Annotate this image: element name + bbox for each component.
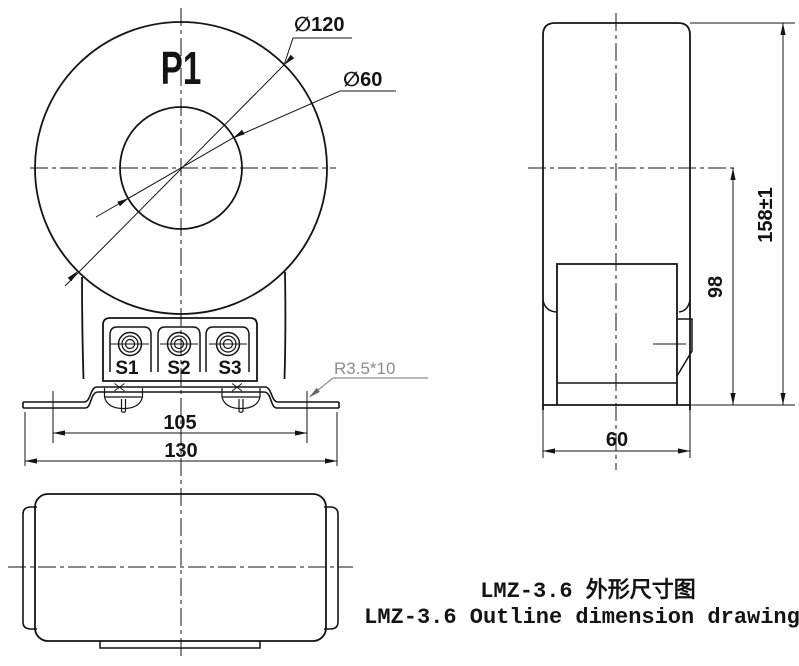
dim-60: 60 [543,429,690,454]
title-block: LMZ-3.6 外形尺寸图 LMZ-3.6 Outline dimension … [364,577,799,630]
dia-120-leader [64,37,352,287]
title-en: LMZ-3.6 Outline dimension drawing [364,605,799,630]
dim-60-arrow-left [543,448,555,454]
side-terminal-block [556,263,678,405]
bracket-end-caps [22,402,340,408]
dim-105-extension-lines [52,391,308,443]
foot-walls [221,388,261,398]
inner-circle [119,106,243,230]
dim-130-extension-lines [24,412,338,466]
top-body [34,493,327,642]
foot-arc [103,396,144,410]
bracket-top-profile [23,386,339,403]
terminal-screw-s2 [160,331,198,357]
dim-105-text: 105 [163,412,196,434]
dia-120-dimension: ∅120 [64,14,352,287]
dia-60-text: ∅60 [343,69,382,91]
top-view [8,493,353,649]
terminal-label-s3: S3 [218,358,241,379]
p1-label: P1 [161,44,202,94]
dia-60-arrow-upper [233,129,245,138]
dia-120-arrow-upper [284,54,295,65]
top-left-flange-tab [22,506,37,630]
title-cn: LMZ-3.6 外形尺寸图 [480,577,696,604]
depth-extension-lines [542,410,691,458]
bracket-foot-right [221,383,261,413]
terminal-arch-2 [157,326,201,372]
dia-120-arrow-lower [67,271,78,282]
top-right-flange-tab [324,506,339,630]
bracket-bottom-profile [23,391,339,409]
dia-60-arrow-lower [117,198,129,207]
terminal-arch-1 [109,326,152,372]
foot-slot [120,399,127,413]
dim-98-text: 98 [705,276,727,298]
side-terminal-tab [676,318,693,377]
slot-note-leader: R3.5*10 [309,359,428,398]
dim-98-arrow-top [730,168,736,180]
dim-60-text: 60 [606,429,628,451]
side-body-left-curl [542,299,557,313]
slot-note-text: R3.5*10 [334,359,395,378]
front-view: P1 S1 S2 S3 [22,8,428,658]
top-terminal-tab [99,641,261,649]
dim-98: 98 [705,168,736,405]
foot-walls [103,388,144,398]
dim-105: 105 [52,391,308,443]
housing-right-edge [283,271,287,380]
bracket-foot-left [103,383,144,413]
dim-158-text: 158±1 [755,187,777,242]
mounting-bracket [22,386,340,409]
side-body-right-curl [678,299,691,313]
terminal-label-s1: S1 [115,358,139,379]
dim-130-text: 130 [164,440,197,462]
dim-98-arrow-bottom [730,393,736,405]
outer-circle [34,21,328,315]
dim-130-arrow-right [325,458,337,464]
terminal-screw-s3 [209,331,247,357]
dia-60-leader [95,90,396,218]
side-body [542,22,691,410]
dia-60-dimension: ∅60 [95,69,396,218]
dim-158: 158±1 [755,23,786,405]
dia-120-text: ∅120 [294,14,345,36]
dim-105-arrow-right [295,430,307,436]
side-view: 98 158±1 60 [528,13,795,470]
dim-130-arrow-left [25,458,37,464]
dim-105-arrow-left [53,430,65,436]
terminal-panel [102,317,258,382]
dim-158-arrow-top [780,23,786,35]
slot-note-arrow [309,387,320,398]
terminal-arch-3 [205,326,250,372]
foot-arc [221,396,261,410]
dim-60-arrow-right [678,448,690,454]
weld-x-mark [114,383,125,392]
housing-left-edge [81,276,85,380]
terminal-label-s2: S2 [167,358,190,379]
weld-x-mark [231,383,243,392]
dim-130: 130 [24,412,338,466]
slot-note-leader-line [309,377,428,397]
foot-slot [238,399,244,413]
terminal-screw-s1 [111,331,149,357]
dim-158-arrow-bottom [780,393,786,405]
